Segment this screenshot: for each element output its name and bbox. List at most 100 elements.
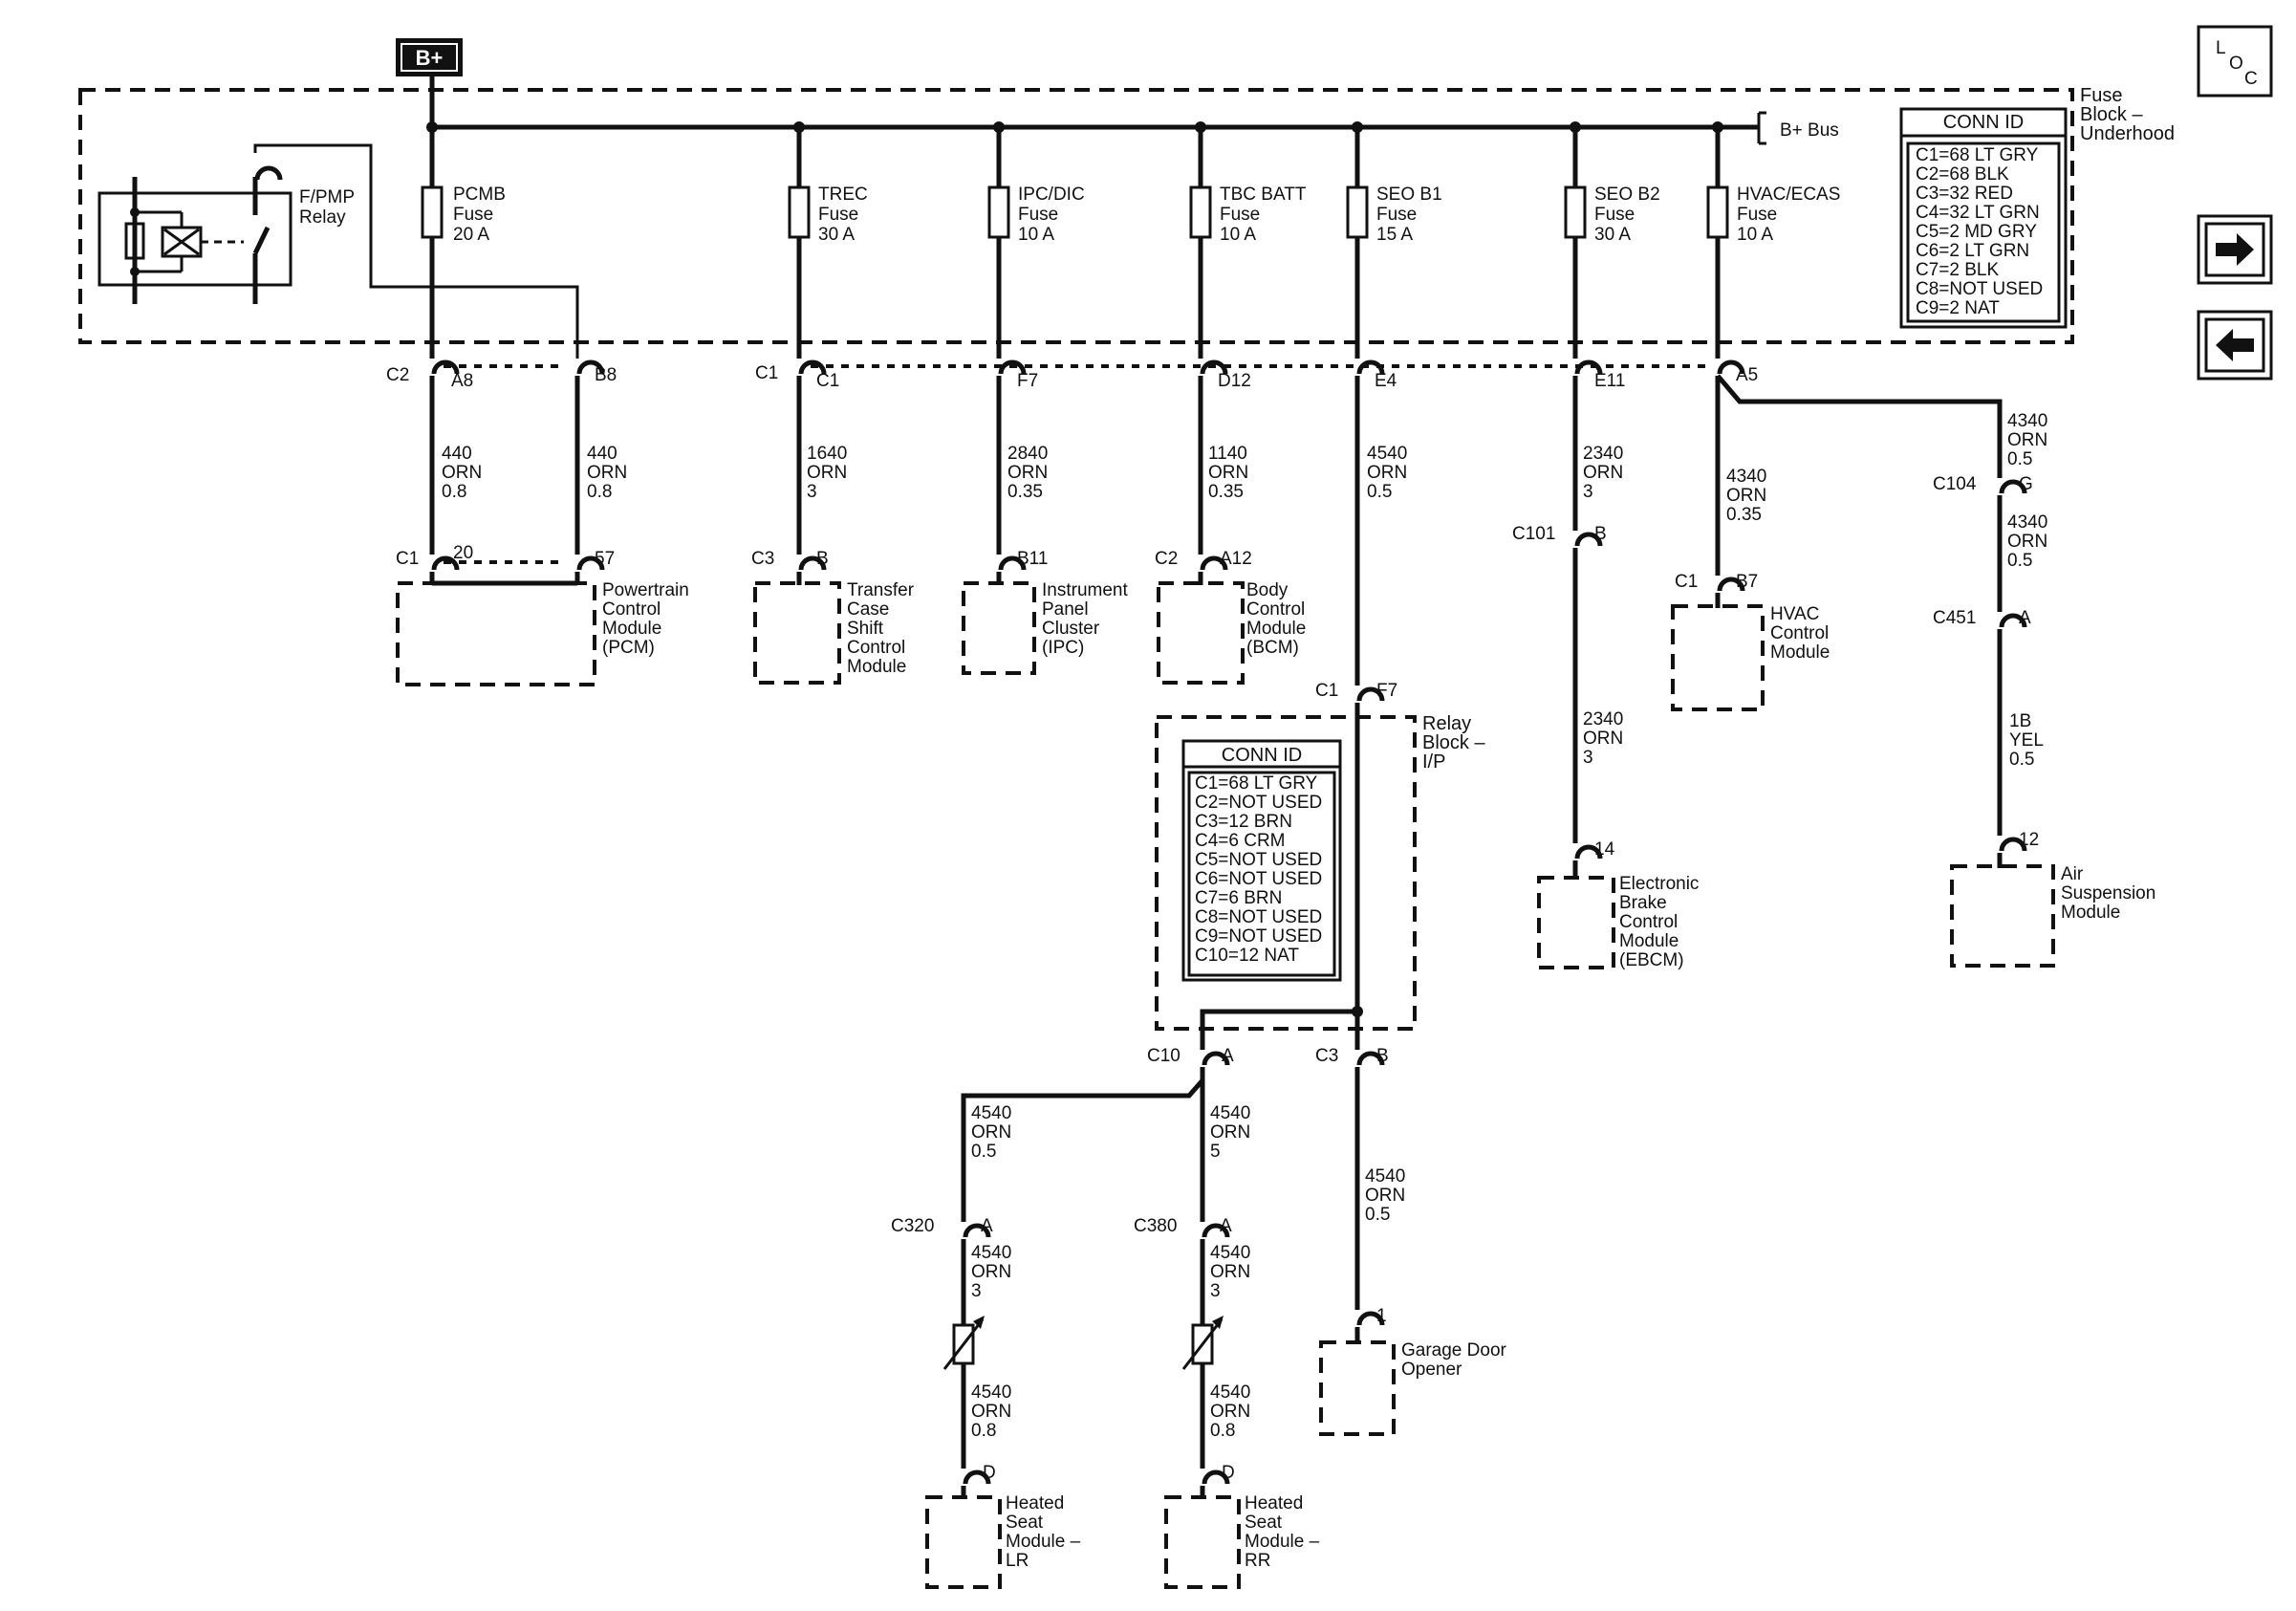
svg-text:3: 3 [1210,1281,1221,1301]
bplus-bus-label: B+ Bus [1780,120,1839,141]
svg-text:Brake: Brake [1619,893,1667,913]
wire-label-1140: 1140 ORN 0.35 [1208,444,1248,502]
svg-text:4540: 4540 [1367,444,1407,464]
wire-label-4540-rr-c: 4540 ORN 0.8 [1210,1382,1250,1441]
fuse-tbc-batt: TBC BATT Fuse 10 A [1189,127,1307,359]
svg-text:ORN: ORN [1210,1402,1250,1422]
ipc-module-label: Instrument Panel Cluster (IPC) [1042,580,1128,658]
svg-text:ORN: ORN [971,1262,1011,1282]
svg-text:Heated: Heated [1006,1493,1064,1513]
svg-text:(BCM): (BCM) [1246,638,1299,658]
svg-text:4540: 4540 [971,1103,1011,1123]
svg-text:4540: 4540 [1210,1103,1250,1123]
wire-label-4540-rr-b: 4540 ORN 3 [1210,1243,1250,1301]
svg-text:0.5: 0.5 [2009,750,2034,770]
svg-text:C7=6 BRN: C7=6 BRN [1195,888,1282,908]
conn-id-table-underhood: CONN ID C1=68 LT GRY C2=68 BLK C3=32 RED… [1899,107,2068,329]
svg-text:C10=12 NAT: C10=12 NAT [1195,946,1299,966]
svg-text:30 A: 30 A [818,225,855,245]
svg-text:30 A: 30 A [1594,225,1631,245]
svg-text:CONN ID: CONN ID [1943,112,2024,133]
svg-text:Seat: Seat [1245,1513,1283,1533]
wire-label-4340-hvac: 4340 ORN 0.35 [1726,467,1766,525]
svg-text:ORN: ORN [1583,463,1623,483]
svg-text:4540: 4540 [1210,1382,1250,1403]
svg-text:3: 3 [807,482,817,502]
svg-text:10 A: 10 A [1220,225,1256,245]
svg-text:Control: Control [602,599,661,620]
svg-text:LR: LR [1006,1551,1029,1571]
fuse-seo-b2: SEO B2 Fuse 30 A [1564,127,1660,359]
svg-text:C1: C1 [396,549,419,569]
wire-label-1b-yel: 1B YEL 0.5 [2009,711,2044,770]
svg-text:0.8: 0.8 [442,482,466,502]
ebcm-module-label: Electronic Brake Control Module (EBCM) [1619,874,1699,970]
fuse-ipc-dic: IPC/DIC Fuse 10 A [987,127,1085,359]
svg-text:YEL: YEL [2009,730,2044,751]
svg-text:ORN: ORN [1365,1186,1405,1206]
tcm-module-label: Transfer Case Shift Control Module [847,580,915,677]
svg-text:C104: C104 [1933,474,1977,494]
svg-text:2340: 2340 [1583,709,1623,729]
svg-text:Transfer: Transfer [847,580,915,600]
svg-text:Opener: Opener [1401,1360,1462,1380]
svg-text:Suspension: Suspension [2061,883,2155,903]
svg-text:Relay: Relay [1422,713,1471,734]
svg-text:B7: B7 [1736,572,1758,592]
svg-text:15 A: 15 A [1376,225,1413,245]
svg-text:C320: C320 [891,1216,934,1236]
svg-text:C1: C1 [1315,681,1338,701]
fpmp-relay-label-1: F/PMP [299,187,355,207]
svg-text:1140: 1140 [1208,444,1247,464]
wire-label-4540-lr-a: 4540 ORN 0.5 [971,1103,1011,1162]
svg-text:C6=2 LT GRN: C6=2 LT GRN [1916,241,2029,261]
svg-text:Module: Module [2061,903,2120,923]
arrow-left-icon[interactable] [2197,310,2273,381]
svg-text:ORN: ORN [971,1122,1011,1143]
wire-label-4340-c104-b: 4340 ORN 0.5 [2007,512,2047,571]
svg-text:C451: C451 [1933,608,1976,628]
svg-text:4540: 4540 [971,1382,1011,1403]
svg-text:10 A: 10 A [1018,225,1054,245]
svg-text:B11: B11 [1017,549,1048,569]
wire-label-440-b: 440 ORN 0.8 [587,444,627,502]
svg-text:C1=68 LT GRY: C1=68 LT GRY [1916,145,2039,165]
svg-text:C10: C10 [1147,1046,1180,1066]
svg-text:Seat: Seat [1006,1513,1044,1533]
svg-text:C9=2 NAT: C9=2 NAT [1916,298,2000,318]
svg-text:C8=NOT USED: C8=NOT USED [1916,279,2043,299]
asm-module-label: Air Suspension Module [2061,864,2155,923]
pcm-module-label: Powertrain Control Module (PCM) [602,580,689,658]
svg-text:Heated: Heated [1245,1493,1303,1513]
svg-text:3: 3 [971,1281,982,1301]
svg-text:C1: C1 [755,363,778,383]
arrow-right-icon[interactable] [2197,214,2273,285]
svg-text:CONN ID: CONN ID [1222,745,1302,766]
fpmp-relay-label-2: Relay [299,207,346,228]
wire-label-4540-e4: 4540 ORN 0.5 [1367,444,1407,502]
conn-id-table-ip: CONN ID C1=68 LT GRY C2=NOT USED C3=12 B… [1181,739,1342,982]
svg-text:C3=12 BRN: C3=12 BRN [1195,812,1292,832]
svg-text:(PCM): (PCM) [602,638,655,658]
hs-rr-label: Heated Seat Module – RR [1245,1493,1320,1571]
seat-heater-element-rr [1181,1316,1224,1370]
svg-text:Module: Module [1770,642,1830,663]
svg-text:D: D [983,1463,996,1483]
loc-icon[interactable]: L O C [2197,25,2273,98]
svg-text:Fuse: Fuse [1737,205,1777,225]
wire-label-2340-b: 2340 ORN 3 [1583,709,1623,768]
svg-text:2840: 2840 [1007,444,1048,464]
svg-text:Panel: Panel [1042,599,1089,620]
svg-text:ORN: ORN [971,1402,1011,1422]
fuse-block-underhood-outline [78,88,2074,344]
svg-text:Fuse: Fuse [1018,205,1058,225]
svg-text:C2: C2 [386,365,409,385]
fuse-pcmb: PCMB Fuse 20 A [421,185,506,245]
svg-text:(IPC): (IPC) [1042,638,1084,658]
wire-label-4340-c104-a: 4340 ORN 0.5 [2007,411,2047,469]
svg-text:IPC/DIC: IPC/DIC [1018,185,1085,205]
svg-text:Instrument: Instrument [1042,580,1128,600]
svg-text:HVAC/ECAS: HVAC/ECAS [1737,185,1840,205]
svg-text:4540: 4540 [1365,1166,1405,1186]
